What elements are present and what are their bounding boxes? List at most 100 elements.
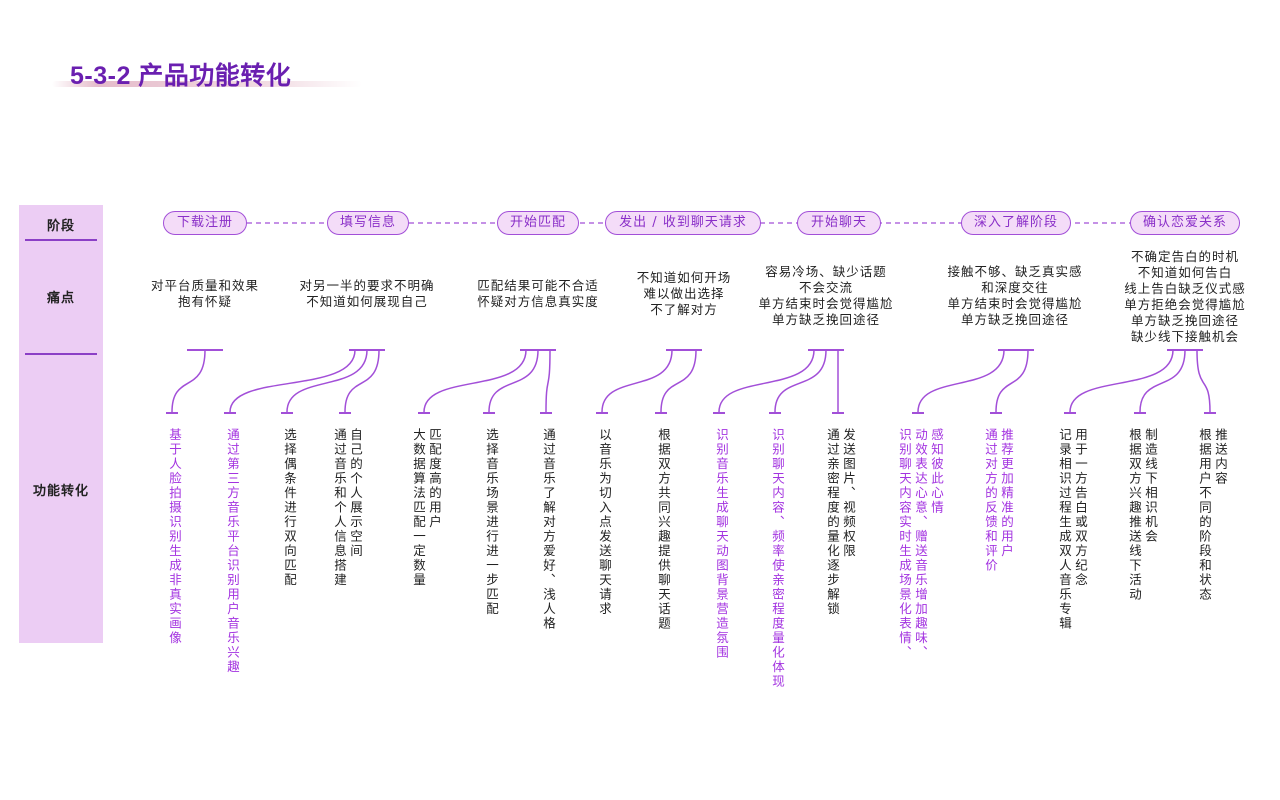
function-item: 通过音乐和个人信息搭建自己的个人展示空间: [331, 428, 363, 588]
function-link: [718, 349, 815, 413]
pain-point: 容易冷场、缺少话题不会交流单方结束时会觉得尴尬单方缺乏挽回途径: [736, 264, 916, 328]
function-text-column: 通过音乐了解对方爱好、浅人格: [541, 428, 556, 631]
pain-point-line: 不会交流: [798, 280, 853, 295]
pain-point-line: 难以做出选择: [643, 286, 725, 301]
function-item: 通过亲密程度的量化逐步解锁发送图片、视频权限: [824, 428, 856, 617]
row-label-stage: 阶段: [46, 219, 75, 234]
function-text-column: 推荐更加精准的用户: [999, 428, 1014, 559]
pain-point: 不确定告白的时机不知道如何告白线上告白缺乏仪式感单方拒绝会觉得尴尬单方缺乏挽回途…: [1095, 249, 1275, 345]
function-text-column: 根据双方兴趣推送线下活动: [1127, 428, 1142, 602]
function-item: 根据双方共同兴趣提供聊天话题: [655, 428, 671, 631]
function-item: 记录相识过程生成双人音乐专辑用于一方告白或双方纪念: [1056, 428, 1088, 631]
pain-point-line: 对平台质量和效果: [150, 278, 259, 293]
row-label-pain: 痛点: [46, 291, 75, 306]
function-item: 识别音乐生成聊天动图背景营造氛围: [713, 428, 729, 660]
function-text-column: 匹配度高的用户: [427, 428, 442, 530]
stage-pill: 确认恋爱关系: [1130, 211, 1240, 235]
page-title: 5-3-2 产品功能转化: [70, 62, 292, 90]
function-text-column: 选择偶条件进行双向匹配: [282, 428, 297, 588]
function-link: [774, 349, 827, 413]
function-text-column: 识别聊天内容、频率使亲密程度量化体现: [770, 428, 785, 689]
function-item: 通过音乐了解对方爱好、浅人格: [540, 428, 556, 631]
function-text-column: 根据双方共同兴趣提供聊天话题: [656, 428, 671, 631]
function-text-column: 根据用户不同的阶段和状态: [1197, 428, 1212, 602]
pain-point-line: 和深度交往: [981, 280, 1049, 295]
function-link: [545, 349, 551, 413]
function-text-column: 通过第三方音乐平台识别用户音乐兴趣: [225, 428, 240, 675]
function-text-column: 以音乐为切入点发送聊天请求: [597, 428, 612, 617]
function-item: 根据双方兴趣推送线下活动制造线下相识机会: [1126, 428, 1158, 602]
row-divider: [25, 239, 97, 241]
function-link: [1196, 349, 1211, 413]
pain-point-line: 单方缺乏挽回途径: [1130, 313, 1239, 328]
stage-pill: 深入了解阶段: [961, 211, 1071, 235]
function-link: [344, 349, 380, 413]
pain-point-line: 怀疑对方信息真实度: [477, 294, 599, 309]
pain-point-line: 抱有怀疑: [177, 294, 232, 309]
function-item: 通过对方的反馈和评价推荐更加精准的用户: [982, 428, 1014, 573]
function-link: [423, 349, 527, 413]
pain-point-line: 容易冷场、缺少话题: [765, 264, 887, 279]
pain-point: 接触不够、缺乏真实感和深度交往单方结束时会觉得尴尬单方缺乏挽回途径: [925, 264, 1105, 328]
pain-point-line: 不知道如何开场: [636, 270, 732, 285]
function-item: 以音乐为切入点发送聊天请求: [596, 428, 612, 617]
function-text-column: 通过音乐和个人信息搭建: [332, 428, 347, 588]
function-link: [917, 349, 1005, 413]
function-link: [1069, 349, 1174, 413]
function-text-column: 自己的个人展示空间: [348, 428, 363, 559]
pain-point-line: 匹配结果可能不合适: [477, 278, 599, 293]
function-link: [488, 349, 539, 413]
pain-point-line: 不知道如何告白: [1137, 265, 1233, 280]
pain-point-line: 单方结束时会觉得尴尬: [947, 296, 1083, 311]
function-item: 识别聊天内容实时生成场景化表情、动效表达心意、赠送音乐增加趣味、感知彼此心情: [896, 428, 944, 660]
function-text-column: 发送图片、视频权限: [841, 428, 856, 559]
function-item: 根据用户不同的阶段和状态推送内容: [1196, 428, 1228, 602]
stage-pill: 发出 / 收到聊天请求: [605, 211, 761, 235]
function-link: [995, 349, 1029, 413]
pain-point-line: 单方缺乏挽回途径: [960, 312, 1069, 327]
function-text-column: 推送内容: [1213, 428, 1228, 486]
function-text-column: 选择音乐场景进行进一步匹配: [484, 428, 499, 617]
function-text-column: 用于一方告白或双方纪念: [1073, 428, 1088, 588]
stage-pill: 填写信息: [327, 211, 409, 235]
stage-pill: 开始匹配: [497, 211, 579, 235]
function-text-column: 大数据算法匹配一定数量: [411, 428, 426, 588]
function-text-column: 感知彼此心情: [929, 428, 944, 515]
function-link: [660, 349, 697, 413]
pain-point-line: 不知道如何展现自己: [306, 294, 428, 309]
function-link: [229, 349, 356, 413]
pain-point-line: 单方结束时会觉得尴尬: [758, 296, 894, 311]
pain-point-line: 单方缺乏挽回途径: [771, 312, 880, 327]
function-text-column: 制造线下相识机会: [1143, 428, 1158, 544]
function-text-column: 记录相识过程生成双人音乐专辑: [1057, 428, 1072, 631]
pain-point: 对另一半的要求不明确不知道如何展现自己: [277, 278, 457, 310]
function-text-column: 动效表达心意、赠送音乐增加趣味、: [913, 428, 928, 660]
function-text-column: 通过对方的反馈和评价: [983, 428, 998, 573]
row-divider: [25, 353, 97, 355]
pain-point-line: 线上告白缺乏仪式感: [1124, 281, 1246, 296]
function-link: [1139, 349, 1186, 413]
stage-pill: 开始聊天: [797, 211, 881, 235]
function-item: 识别聊天内容、频率使亲密程度量化体现: [769, 428, 785, 689]
pain-point-line: 不了解对方: [650, 302, 718, 317]
pain-point-line: 不确定告白的时机: [1130, 249, 1239, 264]
pain-point-line: 接触不够、缺乏真实感: [947, 264, 1083, 279]
pain-point-line: 缺少线下接触机会: [1130, 329, 1239, 344]
row-label-column: 阶段 痛点 功能转化: [19, 205, 103, 643]
function-link: [171, 349, 206, 413]
function-text-column: 基于人脸拍摄识别生成非真实画像: [167, 428, 182, 646]
pain-point: 对平台质量和效果抱有怀疑: [115, 278, 295, 310]
function-item: 通过第三方音乐平台识别用户音乐兴趣: [224, 428, 240, 675]
pain-point: 不知道如何开场难以做出选择不了解对方: [594, 270, 774, 318]
pain-point-line: 对另一半的要求不明确: [299, 278, 435, 293]
pain-point-line: 单方拒绝会觉得尴尬: [1124, 297, 1246, 312]
function-link: [286, 349, 368, 413]
function-text-column: 识别音乐生成聊天动图背景营造氛围: [714, 428, 729, 660]
stage-pill: 下载注册: [163, 211, 247, 235]
function-item: 大数据算法匹配一定数量匹配度高的用户: [410, 428, 442, 588]
function-text-column: 通过亲密程度的量化逐步解锁: [825, 428, 840, 617]
function-text-column: 识别聊天内容实时生成场景化表情、: [897, 428, 912, 660]
function-item: 选择音乐场景进行进一步匹配: [483, 428, 499, 617]
pain-point: 匹配结果可能不合适怀疑对方信息真实度: [448, 278, 628, 310]
